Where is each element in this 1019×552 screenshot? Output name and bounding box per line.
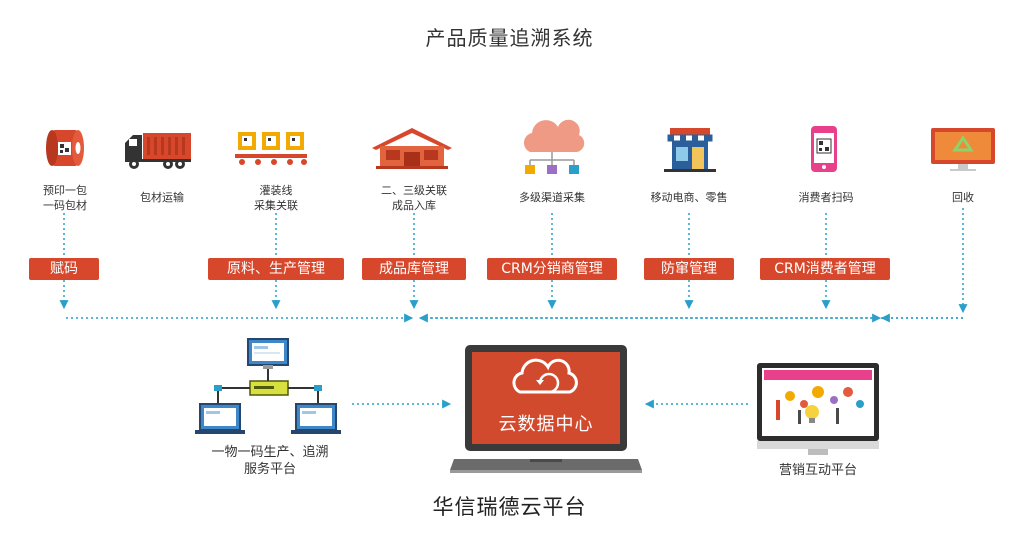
stage-label-channel-collection: 多级渠道采集 <box>519 191 585 204</box>
phone-scan-icon <box>811 126 837 172</box>
tag-coding: 赋码 <box>29 258 99 280</box>
page-title: 产品质量追溯系统 <box>425 26 594 50</box>
truck-icon <box>125 133 191 169</box>
cloud-data-center-label: 云数据中心 <box>498 414 594 435</box>
warehouse-icon <box>372 128 452 169</box>
tag-material-production: 原料、生产管理 <box>208 258 344 280</box>
conveyor-line-icon <box>235 132 307 165</box>
tag-crm-consumer: CRM消费者管理 <box>760 258 890 280</box>
stage-label-consumer-scan: 消费者扫码 <box>798 191 854 204</box>
cloud-network-icon <box>523 119 585 174</box>
recycle-monitor-icon <box>931 128 995 171</box>
tag-anti-diversion: 防窜管理 <box>644 258 734 280</box>
stage-label-recycling: 回收 <box>952 191 974 204</box>
tag-crm-distributor: CRM分销商管理 <box>487 258 617 280</box>
tag-warehouse-management: 成品库管理 <box>362 258 466 280</box>
stage-label-ecommerce-retail: 移动电商、零售 <box>650 191 728 204</box>
stage-label-packaging-transport: 包材运输 <box>140 191 184 204</box>
stage-label-filling-line: 灌装线 采集关联 <box>254 184 298 212</box>
left-platform-label: 一物一码生产、追溯 服务平台 <box>211 445 329 477</box>
stage-connectors <box>59 208 968 314</box>
right-platform-label: 营销互动平台 <box>778 463 857 478</box>
network-computers-icon <box>195 338 341 434</box>
shop-icon <box>664 128 716 172</box>
laptop-cloud-icon <box>450 345 642 473</box>
stage-label-warehouse-inbound: 二、三级关联 成品入库 <box>381 184 447 212</box>
marketing-monitor-icon <box>757 363 879 455</box>
stage-label-prelabel-packaging: 预印一包 一码包材 <box>43 184 87 212</box>
roll-with-qr-icon <box>46 130 84 166</box>
platform-title: 华信瑞德云平台 <box>432 495 587 519</box>
